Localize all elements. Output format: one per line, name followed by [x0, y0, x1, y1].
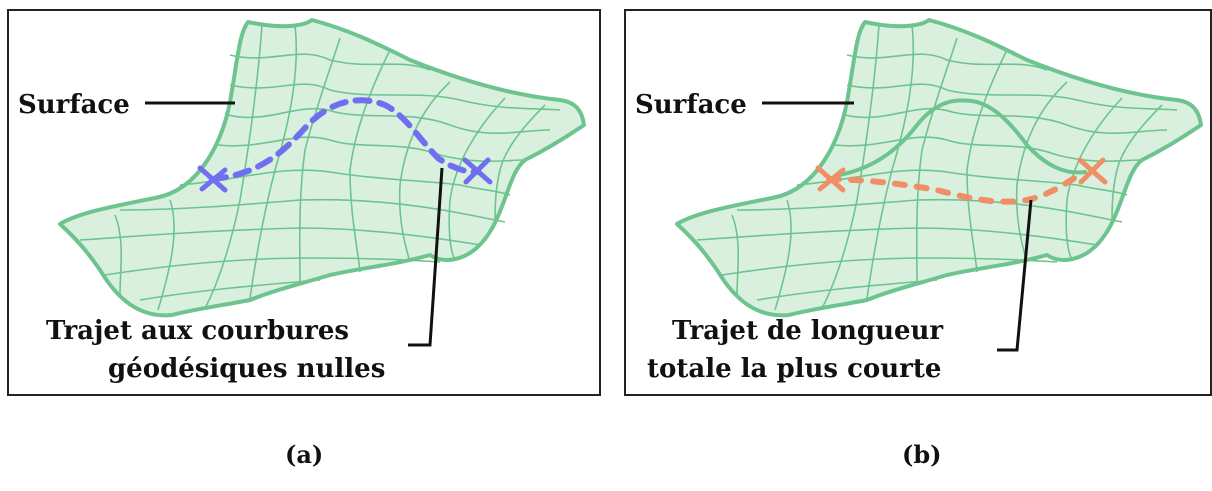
panel-a: Surface Trajet aux courbures géodésiques…: [7, 9, 601, 469]
shortest-path-b-segment-0: [826, 169, 1087, 205]
shortest-path-b: [826, 169, 1087, 205]
caption-a: (a): [285, 440, 323, 469]
surface-b-label: Surface: [635, 90, 747, 120]
end-marker-b: [1077, 157, 1108, 185]
start-marker-a: [197, 165, 228, 193]
surface-a-sheet: [58, 18, 586, 318]
path-b-label-line1: Trajet de longueur: [672, 316, 943, 346]
surface-b-sheet: [675, 18, 1203, 318]
path-a-pointer: [408, 167, 444, 347]
panel-b-frame: [624, 9, 1212, 396]
geodesic-path-a: [209, 97, 480, 182]
panel-a-frame: [7, 9, 601, 396]
surface-a-label: Surface: [18, 90, 130, 120]
surface-b-grid: [696, 24, 1178, 311]
path-a-label-line2: géodésiques nulles: [108, 354, 385, 384]
caption-b: (b): [902, 440, 942, 469]
surface-a: [58, 18, 586, 318]
start-marker-b: [815, 165, 846, 193]
path-a-label-line1: Trajet aux courbures: [46, 316, 349, 346]
geodesic-path-a-segment-0: [209, 97, 480, 182]
surface-b-bump-ridge: [837, 98, 1087, 177]
path-b-label-line2: totale la plus courte: [647, 354, 941, 384]
path-b-pointer: [997, 199, 1033, 352]
surface-b: [675, 18, 1203, 318]
panel-b: Surface Trajet de longueur totale la plu…: [624, 9, 1212, 469]
end-marker-a: [462, 157, 493, 185]
